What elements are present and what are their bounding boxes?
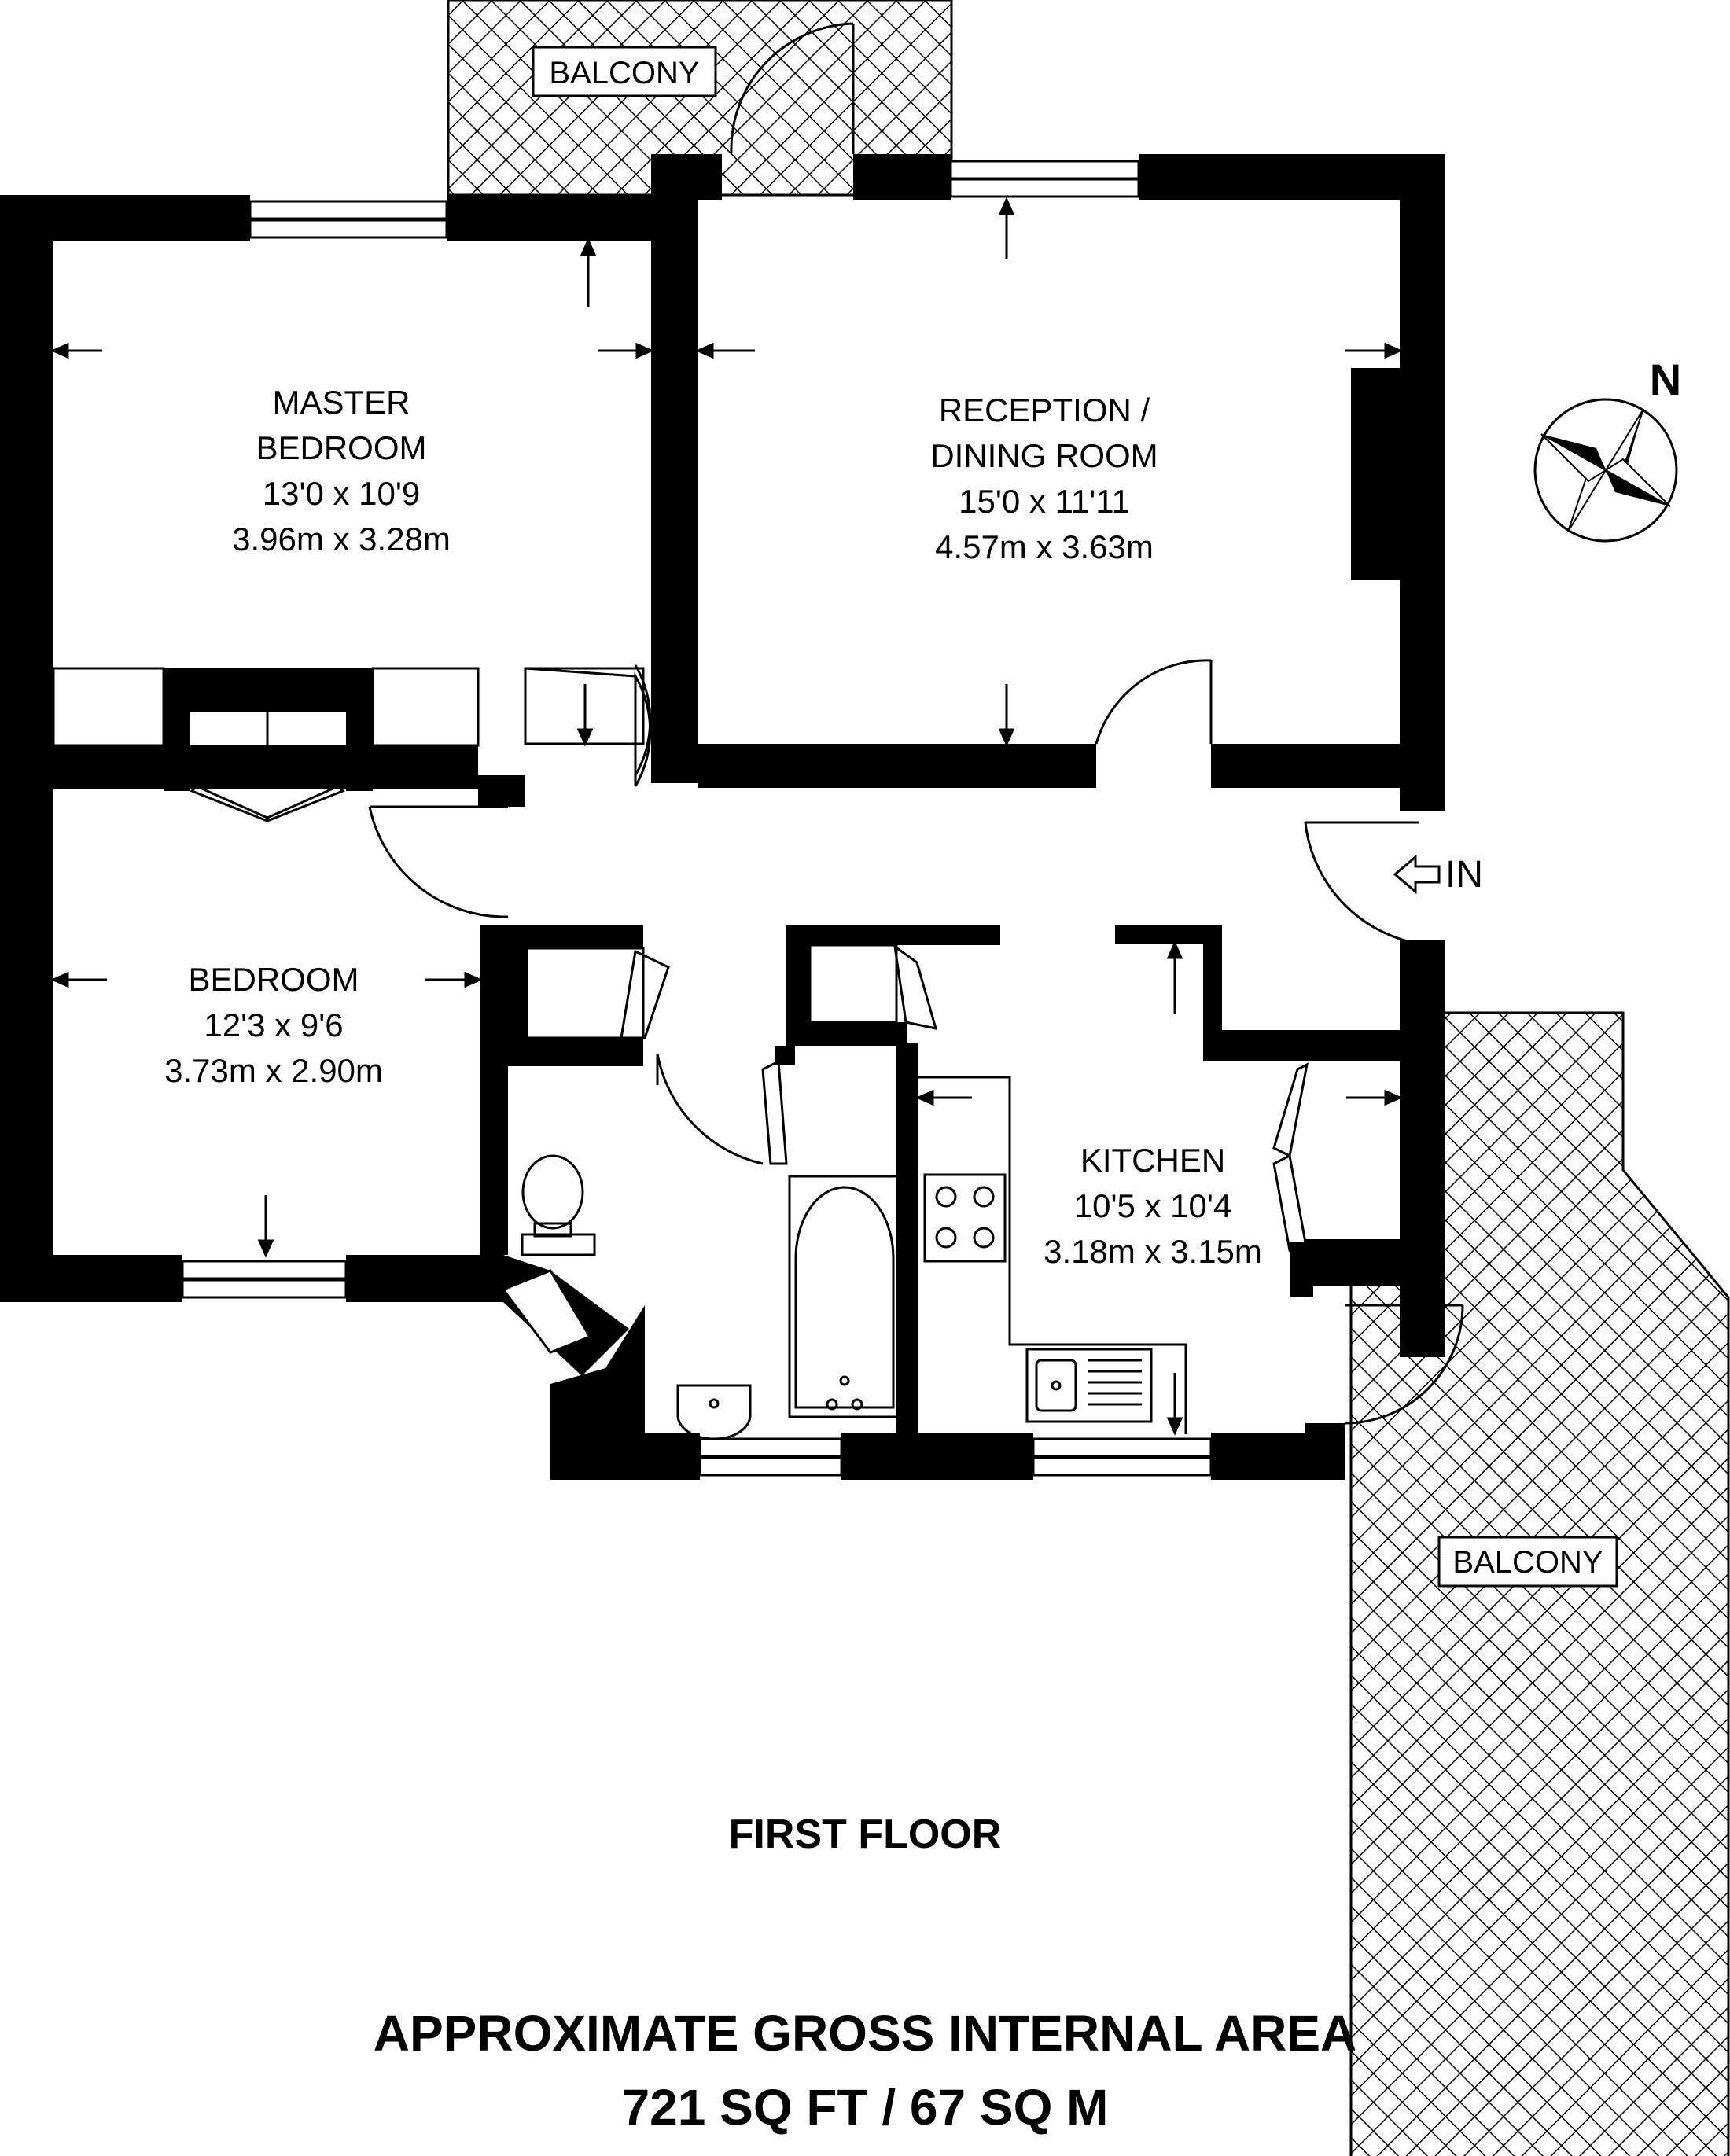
compass-icon: N bbox=[1533, 355, 1681, 543]
master-bedroom-label: MASTER BEDROOM 13'0 x 10'9 3.96m x 3.28m bbox=[232, 384, 451, 557]
master-bedroom-metric: 3.96m x 3.28m bbox=[232, 521, 451, 557]
wash-basin bbox=[676, 1384, 752, 1440]
floor-title: FIRST FLOOR bbox=[729, 1812, 1002, 1857]
reception-label: RECEPTION / DINING ROOM 15'0 x 11'11 4.5… bbox=[930, 392, 1158, 565]
entrance-marker: IN bbox=[1393, 854, 1483, 896]
kitchen-sink bbox=[1025, 1348, 1153, 1423]
area-title: APPROXIMATE GROSS INTERNAL AREA bbox=[374, 2005, 1356, 2062]
bath-tub bbox=[788, 1175, 901, 1418]
kitchen-label: KITCHEN 10'5 x 10'4 3.18m x 3.15m bbox=[1044, 1142, 1262, 1270]
balcony-right-label: BALCONY bbox=[1452, 1545, 1603, 1580]
kitchen-name: KITCHEN bbox=[1080, 1142, 1225, 1179]
walls bbox=[0, 154, 1445, 1480]
toilet bbox=[521, 1154, 596, 1256]
bedroom-imperial: 12'3 x 9'6 bbox=[204, 1006, 343, 1043]
kitchen-imperial: 10'5 x 10'4 bbox=[1074, 1187, 1232, 1224]
balcony-top-label: BALCONY bbox=[549, 56, 699, 90]
dimension-arrows bbox=[50, 197, 1403, 1436]
compass-north-label: N bbox=[1650, 355, 1681, 404]
windows bbox=[181, 160, 1213, 1477]
reception-name-1: RECEPTION / bbox=[939, 392, 1150, 429]
doors bbox=[190, 22, 1464, 1425]
master-bedroom-name-1: MASTER bbox=[272, 384, 410, 421]
reception-name-2: DINING ROOM bbox=[930, 437, 1158, 474]
reception-imperial: 15'0 x 11'11 bbox=[959, 483, 1130, 520]
bedroom-metric: 3.73m x 2.90m bbox=[164, 1052, 383, 1089]
hob bbox=[923, 1173, 1007, 1263]
bedroom-name: BEDROOM bbox=[188, 961, 359, 998]
cupboard-outlines bbox=[52, 667, 1187, 1434]
master-bedroom-imperial: 13'0 x 10'9 bbox=[263, 475, 421, 512]
bedroom-label: BEDROOM 12'3 x 9'6 3.73m x 2.90m bbox=[164, 961, 383, 1089]
kitchen-metric: 3.18m x 3.15m bbox=[1044, 1233, 1262, 1270]
master-bedroom-name-2: BEDROOM bbox=[256, 429, 426, 466]
reception-metric: 4.57m x 3.63m bbox=[935, 528, 1154, 565]
area-value: 721 SQ FT / 67 SQ M bbox=[622, 2079, 1109, 2136]
entrance-label: IN bbox=[1445, 854, 1483, 896]
